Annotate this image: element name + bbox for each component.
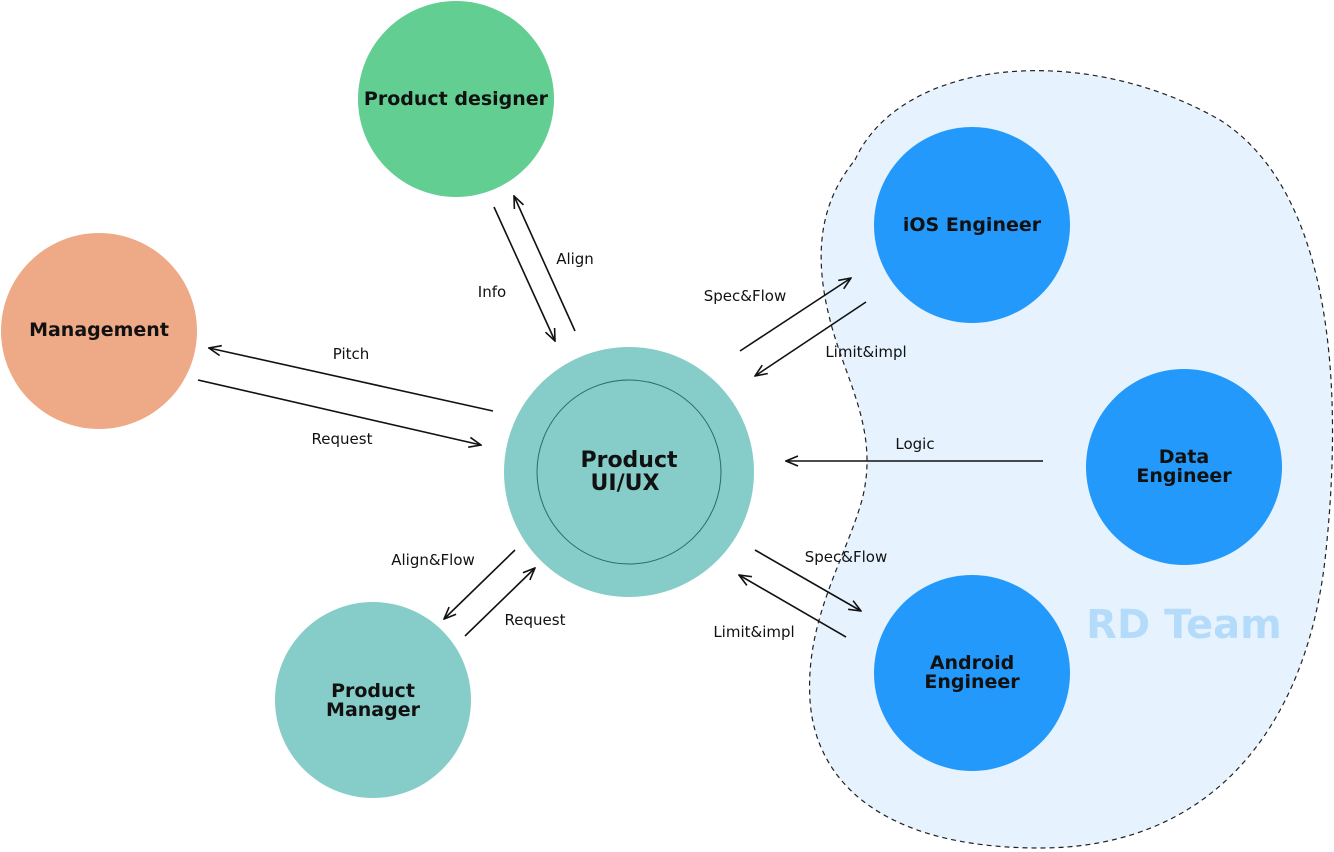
align-arrow xyxy=(514,196,576,332)
product-manager-node[interactable] xyxy=(275,602,471,798)
info-label: Info xyxy=(478,283,506,301)
limit-impl-ios-arrow xyxy=(755,301,867,376)
ios-engineer-node[interactable] xyxy=(874,127,1070,323)
android-engineer-label-line2: Engineer xyxy=(924,671,1020,693)
product-manager-label-line2: Manager xyxy=(326,699,421,721)
android-engineer-node[interactable] xyxy=(874,575,1070,771)
align-flow-arrow xyxy=(444,549,516,619)
spec-flow-ios-arrow xyxy=(739,278,851,352)
spec-flow-android-arrow xyxy=(754,549,861,611)
product-manager-label-line1: Product xyxy=(331,680,415,702)
align-flow-label: Align&Flow xyxy=(391,551,475,569)
request-pm-arrow xyxy=(464,568,535,637)
logic-label: Logic xyxy=(895,435,934,453)
limit-impl-android-arrow xyxy=(739,575,847,638)
management-label: Management xyxy=(29,319,169,341)
product-uiux-label-line2: UI/UX xyxy=(591,471,660,496)
request-mgmt-arrow xyxy=(197,379,481,445)
spec-flow-ios-label: Spec&Flow xyxy=(704,287,786,305)
management-node[interactable] xyxy=(1,233,197,429)
data-engineer-node[interactable] xyxy=(1086,369,1282,565)
request-pm-label: Request xyxy=(505,611,566,629)
product-uiux-label-line1: Product xyxy=(580,448,678,473)
spec-flow-android-label: Spec&Flow xyxy=(805,548,887,566)
product-designer-label: Product designer xyxy=(364,88,549,110)
request-mgmt-label: Request xyxy=(312,430,373,448)
data-engineer-label-line2: Engineer xyxy=(1136,465,1232,487)
info-arrow xyxy=(493,206,555,341)
rd-team-label: RD Team xyxy=(1086,602,1282,648)
product-designer-node[interactable] xyxy=(358,1,554,197)
product-uiux-inner-ring xyxy=(536,379,722,565)
ios-engineer-label: iOS Engineer xyxy=(903,214,1042,236)
pitch-label: Pitch xyxy=(333,345,370,363)
product-uiux-node[interactable] xyxy=(504,347,754,597)
align-label: Align xyxy=(556,250,594,268)
limit-impl-android-label: Limit&impl xyxy=(713,623,794,641)
data-engineer-label-line1: Data xyxy=(1159,446,1210,468)
pitch-arrow xyxy=(209,348,494,412)
limit-impl-ios-label: Limit&impl xyxy=(825,343,906,361)
android-engineer-label-line1: Android xyxy=(930,652,1014,674)
